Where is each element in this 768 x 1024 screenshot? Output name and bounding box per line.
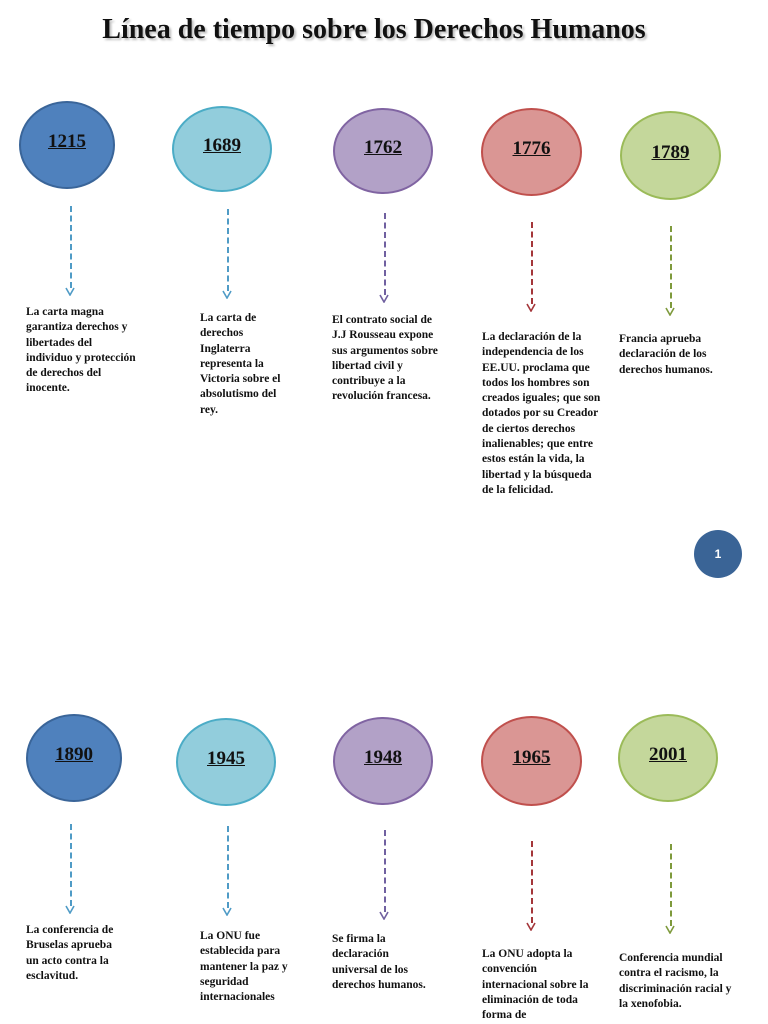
year-label: 1965 [512,747,551,768]
year-label: 2001 [649,744,687,765]
year-label: 1215 [48,131,86,152]
arrow-down-icon [222,826,234,916]
event-description: La ONU fue establecida para mantener la … [200,930,288,1004]
year-circle-1689: 1689 [172,106,272,192]
year-circle-1945: 1945 [176,718,276,806]
arrow-down-icon [665,226,677,316]
arrow-down-icon [526,222,538,312]
year-label: 1948 [364,747,402,768]
year-label: 1945 [207,748,245,769]
event-description: Francia aprueba declaración de los derec… [619,333,713,376]
event-description: Conferencia mundial contra el racismo, l… [619,952,732,1010]
page-title: Línea de tiempo sobre los Derechos Human… [102,14,646,45]
year-circle-1948: 1948 [333,717,433,805]
year-label: 1689 [203,135,241,156]
year-circle-2001: 2001 [618,714,718,802]
event-description: La carta magna garantiza derechos y libe… [26,306,136,395]
year-label: 1890 [55,744,93,765]
arrow-down-icon [379,830,391,920]
year-circle-1776: 1776 [481,108,582,196]
year-circle-1215: 1215 [19,101,115,189]
event-description: La carta de derechos Inglaterra represen… [200,312,281,416]
year-label: 1762 [364,137,402,158]
event-description: La declaración de la independencia de lo… [482,331,601,496]
arrow-down-icon [65,824,77,914]
event-description: El contrato social de J.J Rousseau expon… [332,314,438,403]
arrow-down-icon [65,206,77,296]
event-description: Se firma la declaración universal de los… [332,933,426,991]
page-number-badge: 1 [694,530,742,578]
year-circle-1789: 1789 [620,111,721,200]
event-description: La conferencia de Bruselas aprueba un ac… [26,924,114,982]
year-label: 1789 [651,141,690,163]
year-circle-1890: 1890 [26,714,122,802]
arrow-down-icon [379,213,391,303]
arrow-down-icon [526,841,538,931]
year-label: 1776 [512,138,551,159]
arrow-down-icon [665,844,677,934]
year-circle-1762: 1762 [333,108,433,194]
event-description: La ONU adopta la convención internaciona… [482,948,589,1022]
year-circle-1965: 1965 [481,716,582,806]
arrow-down-icon [222,209,234,299]
